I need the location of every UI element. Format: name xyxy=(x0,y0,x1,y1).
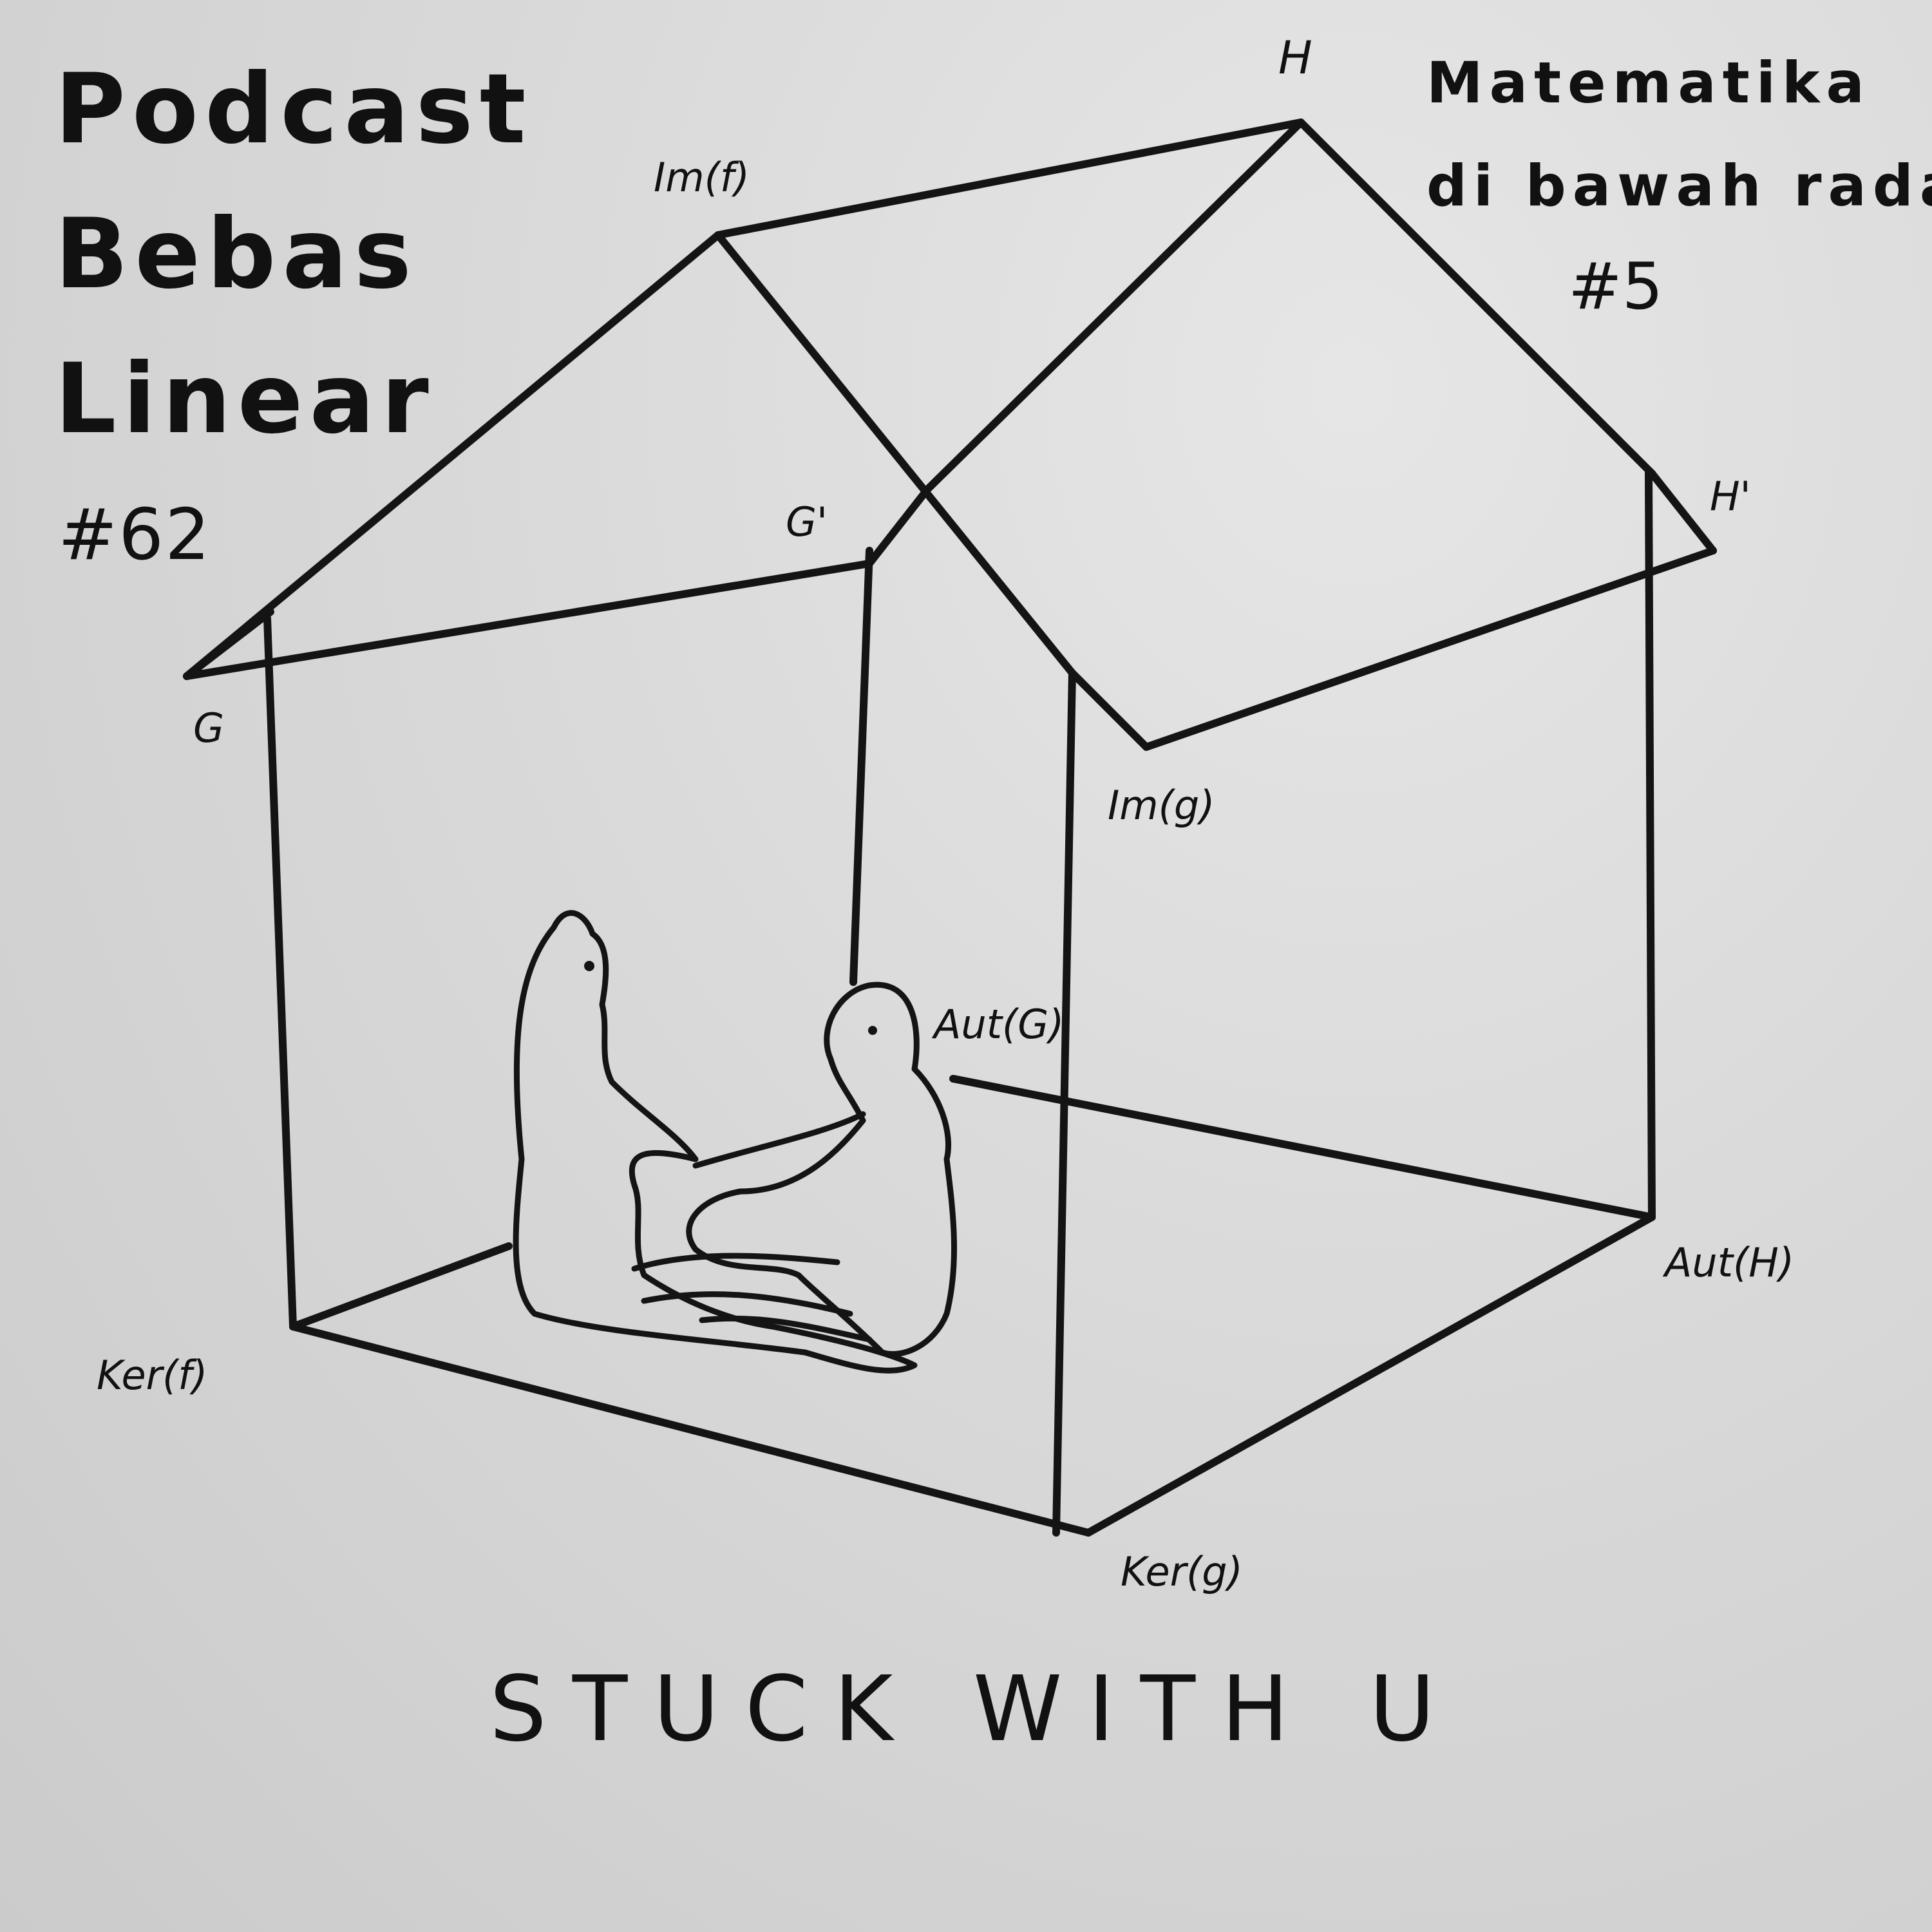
vertex-label-ker-g: Ker(g) xyxy=(1121,1548,1243,1595)
caption-stuck-with-u: STUCK WITH U xyxy=(489,1657,1461,1762)
wall-left-edge xyxy=(263,614,297,1331)
floor-back-right xyxy=(949,1075,1656,1221)
roof-right-edge xyxy=(1297,118,1656,477)
figure-right-eye xyxy=(868,1026,877,1035)
vertex-label-im-g: Im(g) xyxy=(1108,782,1215,829)
roof-right-tip xyxy=(1648,469,1717,554)
roof-left-edge xyxy=(183,231,722,680)
podcast-title-line-2: Bebas xyxy=(55,198,418,310)
figure-right-arm xyxy=(692,1111,866,1169)
series-title-line-2: di bawah radar xyxy=(1426,153,1932,219)
vertex-label-aut-h: Aut(H) xyxy=(1665,1239,1795,1286)
podcast-title-line-1: Podcast xyxy=(55,53,533,166)
roof-cross-slope xyxy=(923,118,1305,493)
vertex-label-aut-g: Aut(G) xyxy=(934,1001,1065,1048)
figure-left xyxy=(513,910,918,1374)
roof-left-tip xyxy=(183,608,274,680)
wall-inner-edge xyxy=(849,547,873,986)
floor-front-right xyxy=(1084,1213,1656,1537)
podcast-episode-number: #62 xyxy=(58,493,212,576)
vertex-label-im-f: Im(f) xyxy=(654,154,750,201)
vertex-label-g-prime: G' xyxy=(786,498,828,545)
roof-front-left-slope xyxy=(714,231,1076,677)
floor-back-left xyxy=(289,1242,513,1331)
wall-right-edge xyxy=(1645,469,1656,1221)
vertex-label-ker-f: Ker(f) xyxy=(97,1352,208,1399)
series-episode-number: #5 xyxy=(1568,249,1663,324)
series-title-line-1: Matematika xyxy=(1426,50,1871,116)
figures-legs xyxy=(631,1253,873,1343)
vertex-label-g: G xyxy=(193,705,225,752)
figure-right xyxy=(686,981,958,1357)
roof-eave-right xyxy=(1068,547,1717,751)
roof-ridge xyxy=(714,118,1305,239)
floor-front-left xyxy=(289,1323,1092,1537)
vertex-label-h-prime: H' xyxy=(1710,473,1751,520)
podcast-title-line-3: Linear xyxy=(55,343,435,455)
figure-left-eye xyxy=(584,961,594,971)
vertex-label-h: H xyxy=(1278,32,1312,84)
